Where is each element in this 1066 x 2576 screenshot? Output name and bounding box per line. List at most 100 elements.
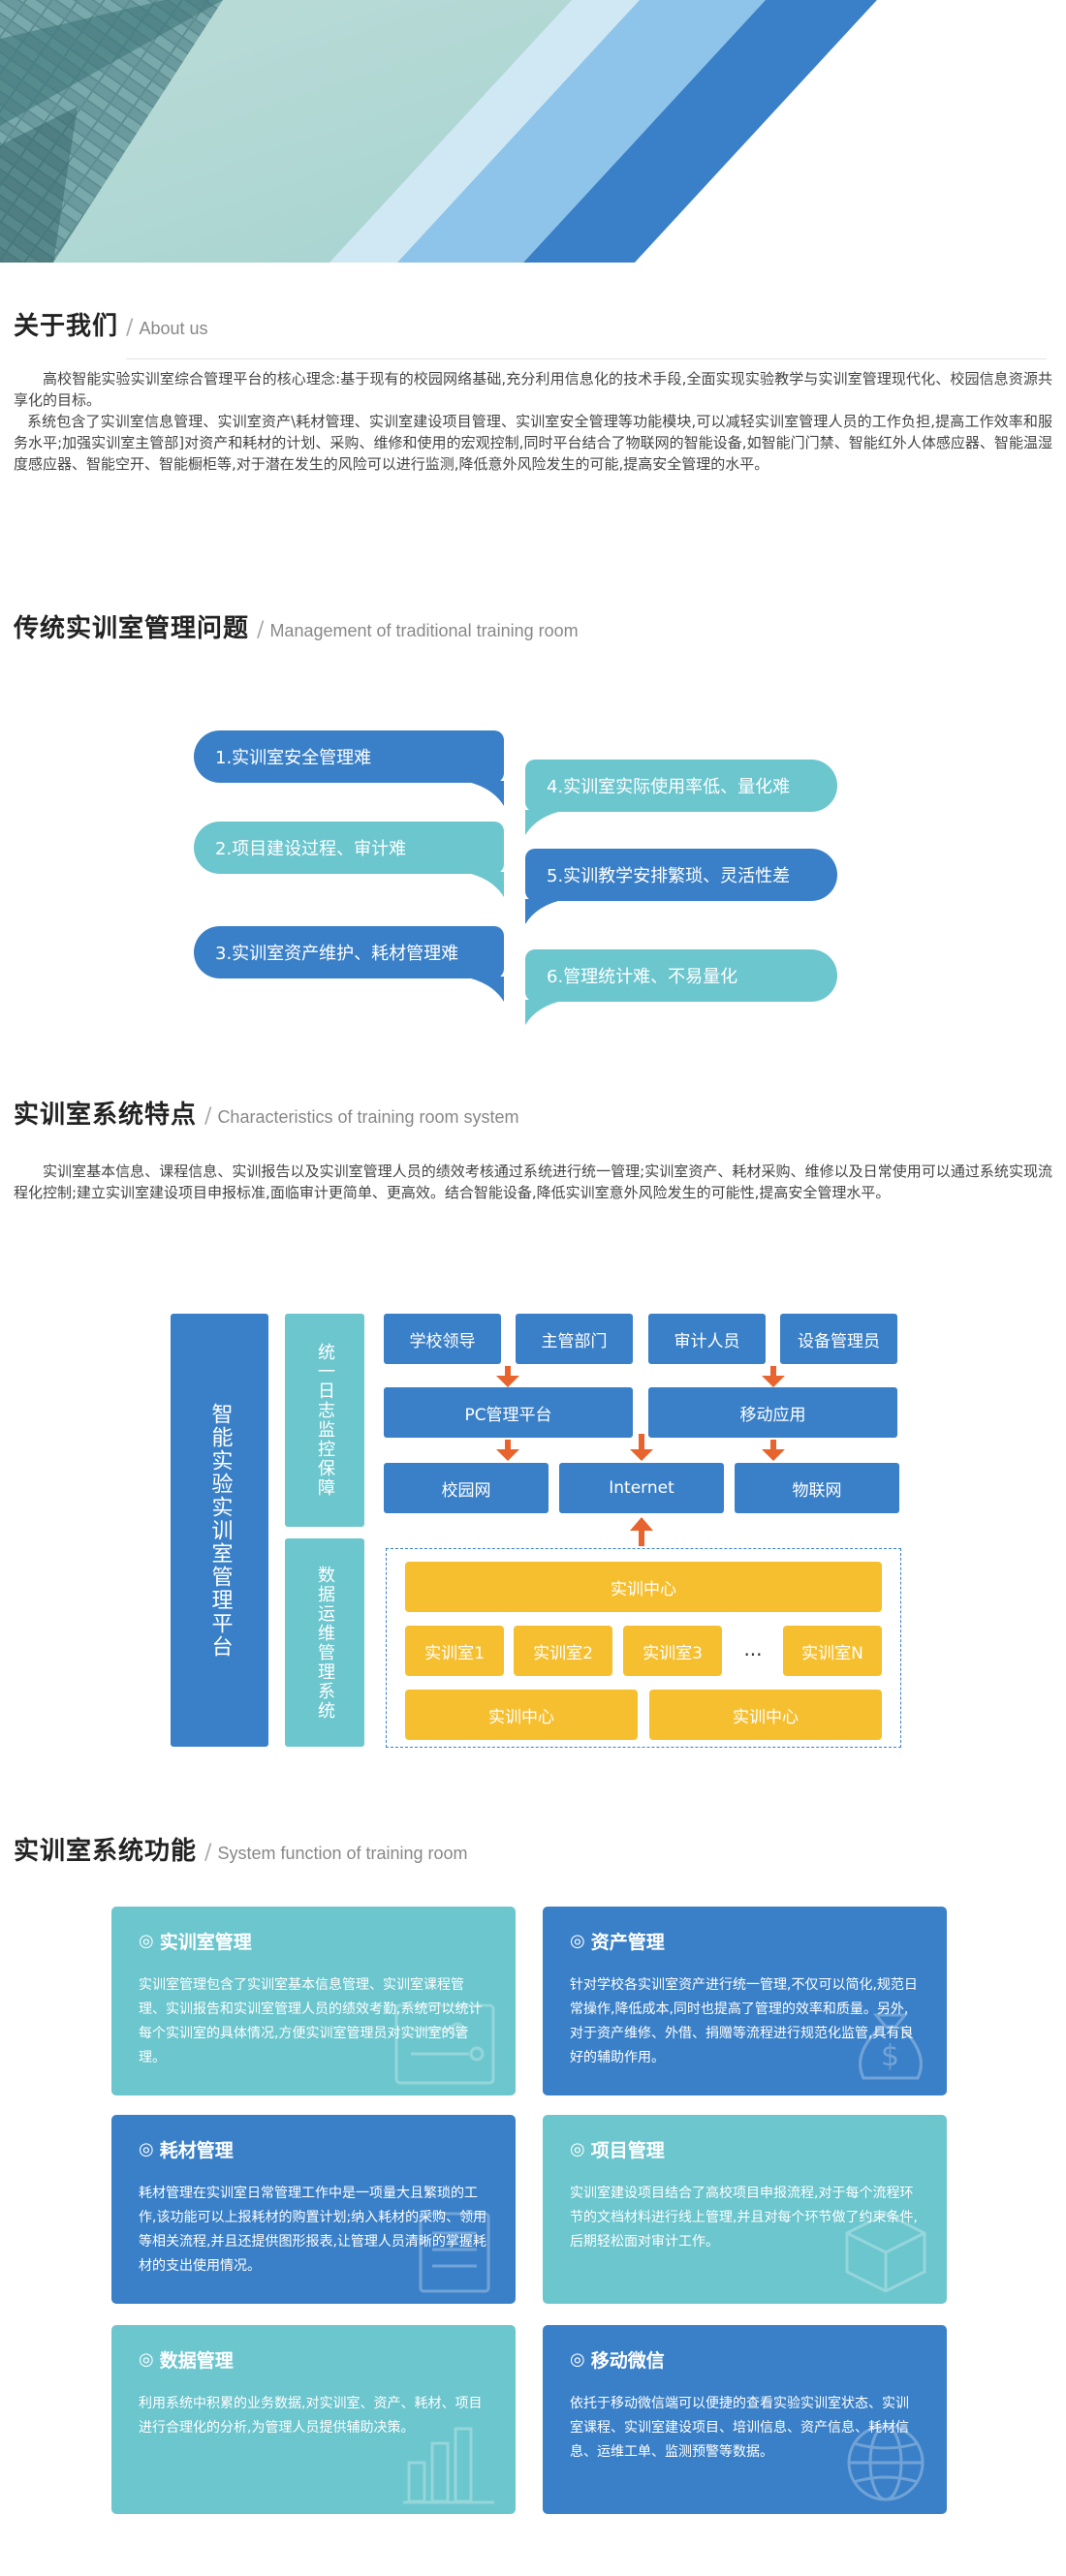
problem-label: 2.项目建设过程、审计难 [215, 839, 407, 859]
iot-network: 物联网 [735, 1463, 899, 1513]
problem-bubble-4: 4.实训室实际使用率低、量化难 [525, 760, 837, 812]
training-center-top: 实训中心 [405, 1562, 882, 1612]
bubble-tail [525, 899, 566, 924]
log-monitor-label: 统一日志监控保障 [315, 1343, 335, 1498]
about-title-cn: 关于我们 [14, 312, 119, 341]
card-title-text: 移动微信 [590, 2350, 665, 2372]
report-form-icon [419, 2212, 490, 2293]
ops-system-block: 数据运维管理系统 [285, 1538, 364, 1747]
user-label: 学校领导 [409, 1331, 476, 1351]
target-icon: ◎ [570, 2349, 585, 2370]
room-1: 实训室1 [405, 1626, 504, 1676]
functions-title-cn: 实训室系统功能 [14, 1837, 198, 1866]
room-2: 实训室2 [514, 1626, 612, 1676]
bubble-tail [463, 872, 504, 897]
target-icon: ◎ [139, 2139, 154, 2159]
card-title-text: 实训室管理 [159, 1932, 252, 1953]
card-title-text: 项目管理 [590, 2140, 665, 2161]
room-label: 实训室2 [533, 1643, 593, 1663]
card-description: 利用系统中积累的业务数据,对实训室、资产、耗材、项目进行合理化的分析,为管理人员… [139, 2396, 483, 2436]
features-title-en: Characteristics of training room system [217, 1107, 519, 1127]
room-n: 实训室N [783, 1626, 882, 1676]
hero-building-image [0, 0, 1066, 263]
function-card-data-management: ◎数据管理 利用系统中积累的业务数据,对实训室、资产、耗材、项目进行合理化的分析… [111, 2325, 516, 2514]
card-description: 针对学校各实训室资产进行统一管理,不仅可以简化,规范日常操作,降低成本,同时也提… [570, 1977, 918, 2065]
features-text: 实训室基本信息、课程信息、实训报告以及实训室管理人员的绩效考核通过系统进行统一管… [14, 1161, 1052, 1203]
bubble-tail [463, 781, 504, 806]
center-label: 实训中心 [611, 1579, 676, 1599]
about-title: 关于我们 / About us [14, 306, 208, 342]
center-label: 实训中心 [733, 1707, 799, 1727]
functions-title-en: System function of training room [217, 1844, 468, 1863]
problem-bubble-5: 5.实训教学安排繁琐、灵活性差 [525, 849, 837, 901]
user-label: 设备管理员 [798, 1331, 880, 1351]
app-label: 移动应用 [739, 1405, 806, 1425]
campus-network: 校园网 [384, 1463, 549, 1513]
problem-label: 5.实训教学安排繁琐、灵活性差 [547, 866, 791, 886]
flow-arrows [496, 1366, 785, 1546]
target-icon: ◎ [570, 2139, 585, 2159]
room-label: 实训室1 [424, 1643, 485, 1663]
ops-system-label: 数据运维管理系统 [315, 1565, 335, 1721]
cube-box-icon [845, 2212, 926, 2293]
network-label: Internet [609, 1478, 674, 1498]
problem-label: 3.实训室资产维护、耗材管理难 [215, 944, 459, 964]
platform-block: 智能实验实训室管理平台 [171, 1314, 268, 1747]
network-label: 物联网 [792, 1480, 842, 1501]
features-title-cn: 实训室系统特点 [14, 1101, 198, 1130]
problems-title-cn: 传统实训室管理问题 [14, 614, 250, 643]
target-icon: ◎ [139, 2349, 154, 2370]
title-separator: / [257, 618, 265, 642]
function-card-lab-management: ◎实训室管理 实训室管理包含了实训室基本信息管理、实训室课程管理、实训报告和实训… [111, 1907, 516, 2095]
title-separator: / [126, 316, 134, 340]
globe-icon [847, 2424, 925, 2501]
card-title: ◎耗材管理 [139, 2136, 488, 2162]
user-auditor: 审计人员 [648, 1314, 766, 1364]
room-3: 实训室3 [623, 1626, 722, 1676]
room-label: 实训室N [801, 1643, 863, 1663]
user-department: 主管部门 [516, 1314, 633, 1364]
user-equipment-admin: 设备管理员 [780, 1314, 897, 1364]
function-card-mobile-wechat: ◎移动微信 依托于移动微信端可以便捷的查看实验实训室状态、实训室课程、实训室建设… [543, 2325, 947, 2514]
about-text: 高校智能实验实训室综合管理平台的核心理念:基于现有的校园网络基础,充分利用信息化… [14, 368, 1052, 475]
problem-bubble-1: 1.实训室安全管理难 [194, 730, 504, 783]
card-description: 耗材管理在实训室日常管理工作中是一项量大且繁琐的工作,该功能可以上报耗材的购置计… [139, 2186, 487, 2274]
problems-title-en: Management of traditional training room [269, 621, 579, 640]
training-center-bottom-right: 实训中心 [649, 1690, 882, 1740]
user-school-leader: 学校领导 [384, 1314, 501, 1364]
function-card-project-management: ◎项目管理 实训室建设项目结合了高校项目申报流程,对于每个流程环节的文档材料进行… [543, 2115, 947, 2304]
circuit-board-icon [394, 2003, 495, 2085]
card-description: 实训室建设项目结合了高校项目申报流程,对于每个流程环节的文档材料进行线上管理,并… [570, 2186, 918, 2250]
problems-title: 传统实训室管理问题 / Management of traditional tr… [14, 608, 579, 644]
log-monitor-block: 统一日志监控保障 [285, 1314, 364, 1527]
pc-platform: PC管理平台 [384, 1387, 633, 1438]
room-label: 实训室3 [643, 1643, 703, 1663]
card-title-text: 资产管理 [590, 1932, 665, 1953]
mobile-app: 移动应用 [648, 1387, 897, 1438]
functions-title: 实训室系统功能 / System function of training ro… [14, 1831, 468, 1867]
card-title: ◎数据管理 [139, 2346, 488, 2373]
bubble-tail [525, 810, 566, 835]
problem-bubble-6: 6.管理统计难、不易量化 [525, 949, 837, 1002]
svg-text:$: $ [881, 2039, 899, 2073]
card-title: ◎实训室管理 [139, 1928, 488, 1954]
training-center-frame [386, 1548, 901, 1748]
card-title-text: 数据管理 [159, 2350, 234, 2372]
about-paragraph-1: 高校智能实验实训室综合管理平台的核心理念:基于现有的校园网络基础,充分利用信息化… [14, 370, 1052, 409]
user-label: 审计人员 [674, 1331, 740, 1351]
internet: Internet [559, 1463, 724, 1513]
title-separator: / [204, 1841, 212, 1865]
card-title-text: 耗材管理 [159, 2140, 234, 2161]
about-title-en: About us [139, 319, 208, 338]
function-card-consumables-management: ◎耗材管理 耗材管理在实训室日常管理工作中是一项量大且繁琐的工作,该功能可以上报… [111, 2115, 516, 2304]
training-center-bottom-left: 实训中心 [405, 1690, 638, 1740]
problem-label: 6.管理统计难、不易量化 [547, 967, 738, 987]
hero-banner [0, 0, 1066, 263]
features-paragraph: 实训室基本信息、课程信息、实训报告以及实训室管理人员的绩效考核通过系统进行统一管… [14, 1163, 1052, 1201]
card-description: 依托于移动微信端可以便捷的查看实验实训室状态、实训室课程、实训室建设项目、培训信… [570, 2396, 909, 2460]
bubble-tail [525, 1000, 566, 1025]
about-paragraph-2: 系统包含了实训室信息管理、实训室资产\耗材管理、实训室建设项目管理、实训室安全管… [14, 413, 1052, 473]
problem-label: 1.实训室安全管理难 [215, 748, 372, 768]
card-title: ◎移动微信 [570, 2346, 920, 2373]
card-title: ◎项目管理 [570, 2136, 920, 2162]
